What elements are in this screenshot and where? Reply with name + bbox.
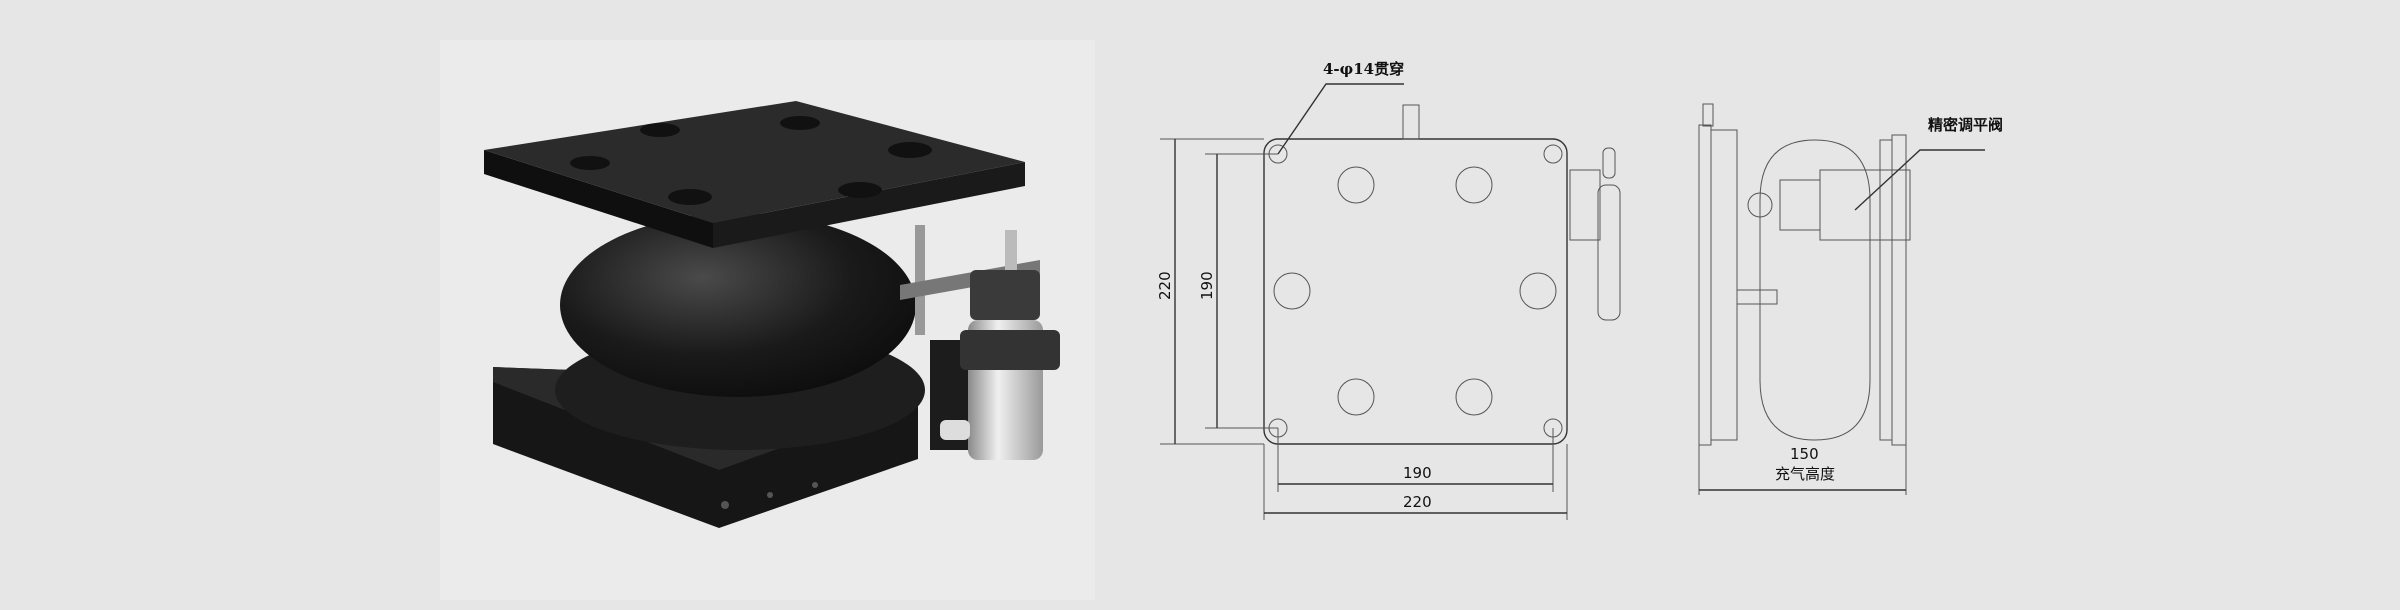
outer-height-dim: 220: [1156, 271, 1174, 300]
inner-width-dim: 190: [1403, 464, 1432, 482]
valve-label: 精密调平阀: [1928, 116, 2003, 134]
hole-note-label: 4-φ14贯穿: [1323, 60, 1404, 78]
product-photo: [440, 40, 1095, 600]
bellows: [560, 213, 916, 397]
side-view-drawing: 精密调平阀 150 充气高度: [1698, 103, 2003, 495]
top-plate: [484, 101, 1025, 248]
outer-width-dim: 220: [1403, 493, 1432, 511]
front-view-drawing: 4-φ14贯穿 220 190 190 220: [1156, 60, 1621, 520]
inner-height-dim: 190: [1198, 271, 1216, 300]
inflated-height-label: 充气高度: [1775, 465, 1835, 483]
inflated-height-value: 150: [1790, 445, 1819, 463]
leveling-valve: [900, 225, 1060, 460]
